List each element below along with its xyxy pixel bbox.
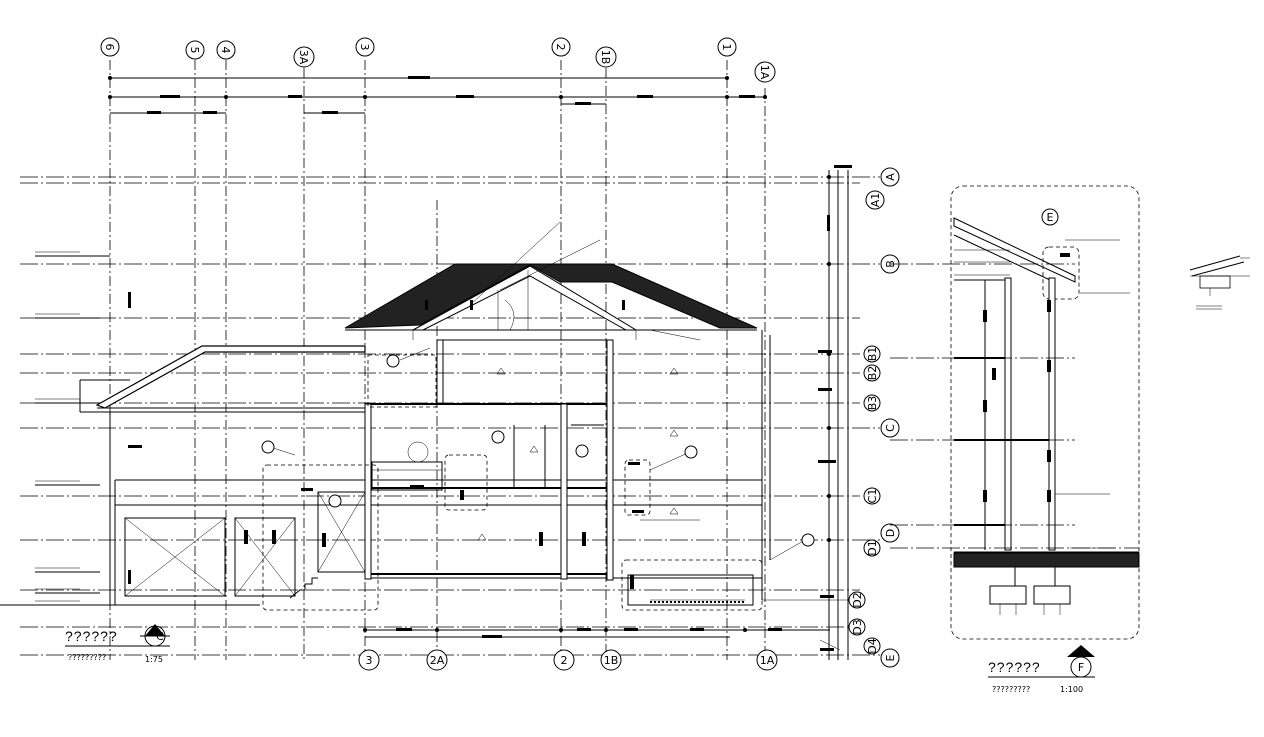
section-title-block: ?????? ????????? 1:100 F [988,645,1095,694]
svg-text:C: C [884,424,897,432]
section-scale: 1:100 [1060,685,1083,694]
grid-bubble-e: E [880,648,900,668]
svg-text:D4: D4 [866,638,879,653]
svg-text:1B: 1B [604,654,619,667]
main-roof [344,263,758,340]
grid-bubble-d1: D1 [863,539,881,557]
building-structure [0,221,850,651]
bottom-dimension-lines [363,628,830,638]
grid-bubble-5: 5 [185,40,205,60]
bottom-grid-bubbles: 3 2A 2 1B 1A [358,649,778,671]
top-dimension-lines [108,76,767,114]
svg-text:1B: 1B [599,50,612,65]
svg-text:B2: B2 [866,366,879,381]
grid-bubble-b2: B2 [863,364,881,382]
svg-text:5: 5 [188,47,201,54]
section-title: ?????? [988,659,1041,675]
svg-text:C1: C1 [866,489,879,504]
detail-callouts [261,354,815,547]
svg-text:3: 3 [366,654,373,667]
svg-text:3A: 3A [297,50,310,65]
svg-text:B3: B3 [866,396,879,411]
elevation-subtitle: ????????? [68,653,106,662]
detail-bubble-e: E [1041,208,1059,226]
svg-text:D1: D1 [866,540,879,555]
svg-text:1A: 1A [760,654,775,667]
grid-bubble-d: D [880,523,900,543]
svg-text:2: 2 [561,654,568,667]
section-arrow-icon: F [1067,645,1095,678]
svg-text:3: 3 [358,44,371,51]
svg-text:E: E [884,654,897,661]
horizontal-grid-lines [20,176,880,656]
right-dimension-lines [818,165,852,660]
svg-text:2: 2 [554,44,567,51]
elevation-scale: 1:75 [145,655,163,664]
grid-bubble-1: 1 [717,37,737,57]
svg-text:D3: D3 [851,619,864,634]
grid-bubble-bottom-2: 2 [553,649,575,671]
svg-text:1A: 1A [758,65,771,80]
section-subtitle: ????????? [992,685,1030,694]
svg-text:2A: 2A [430,654,445,667]
svg-text:4: 4 [219,47,232,54]
level-marks-left [35,251,110,606]
grid-bubble-a: A [880,167,900,187]
grid-bubble-c: C [880,418,900,438]
svg-text:D: D [884,529,897,537]
svg-text:B1: B1 [866,347,879,362]
svg-text:F: F [1078,661,1084,674]
svg-text:D2: D2 [851,592,864,607]
grid-bubble-2: 2 [551,37,571,57]
grid-bubble-a1: A1 [865,190,885,210]
elevation-title: ?????? [65,628,118,644]
elevation-title-block: ?????? ????????? 1:75 C [65,624,170,664]
svg-text:A: A [884,173,897,181]
grid-bubble-4: 4 [216,40,236,60]
grid-bubble-b3: B3 [863,394,881,412]
top-grid-bubbles: 6 5 4 3A 3 2 1 [100,37,776,83]
svg-text:6: 6 [103,44,116,51]
section-arrow-icon: C [140,624,170,647]
elevation-drawing: 6 5 4 3A 3 2 1 [0,37,900,671]
grid-bubble-d2: D2 [848,591,866,609]
grid-bubble-6: 6 [100,37,120,57]
grid-bubble-bottom-2a: 2A [426,649,448,671]
grid-bubble-bottom-3: 3 [358,649,380,671]
grid-bubble-d4: D4 [863,637,881,655]
svg-text:E: E [1047,211,1054,224]
svg-text:1: 1 [720,44,733,51]
grid-bubble-1b: 1B [595,46,617,68]
grid-bubble-bottom-1a: 1A [756,649,778,671]
grid-bubble-bottom-1b: 1B [600,649,622,671]
grid-bubble-3a: 3A [293,46,315,68]
grid-bubble-1a: 1A [754,61,776,83]
grid-bubble-3: 3 [355,37,375,57]
grid-bubble-d3: D3 [848,618,866,636]
grid-bubble-c1: C1 [863,487,881,505]
svg-text:A1: A1 [869,193,882,208]
section-drawing: E [890,185,1140,694]
lower-roof [79,345,366,413]
grid-bubble-b1: B1 [863,345,881,363]
svg-text:C: C [156,630,164,643]
right-grid-bubbles: A A1 B B1 B2 B3 [848,167,900,668]
eave-detail-drawing [1189,255,1250,310]
